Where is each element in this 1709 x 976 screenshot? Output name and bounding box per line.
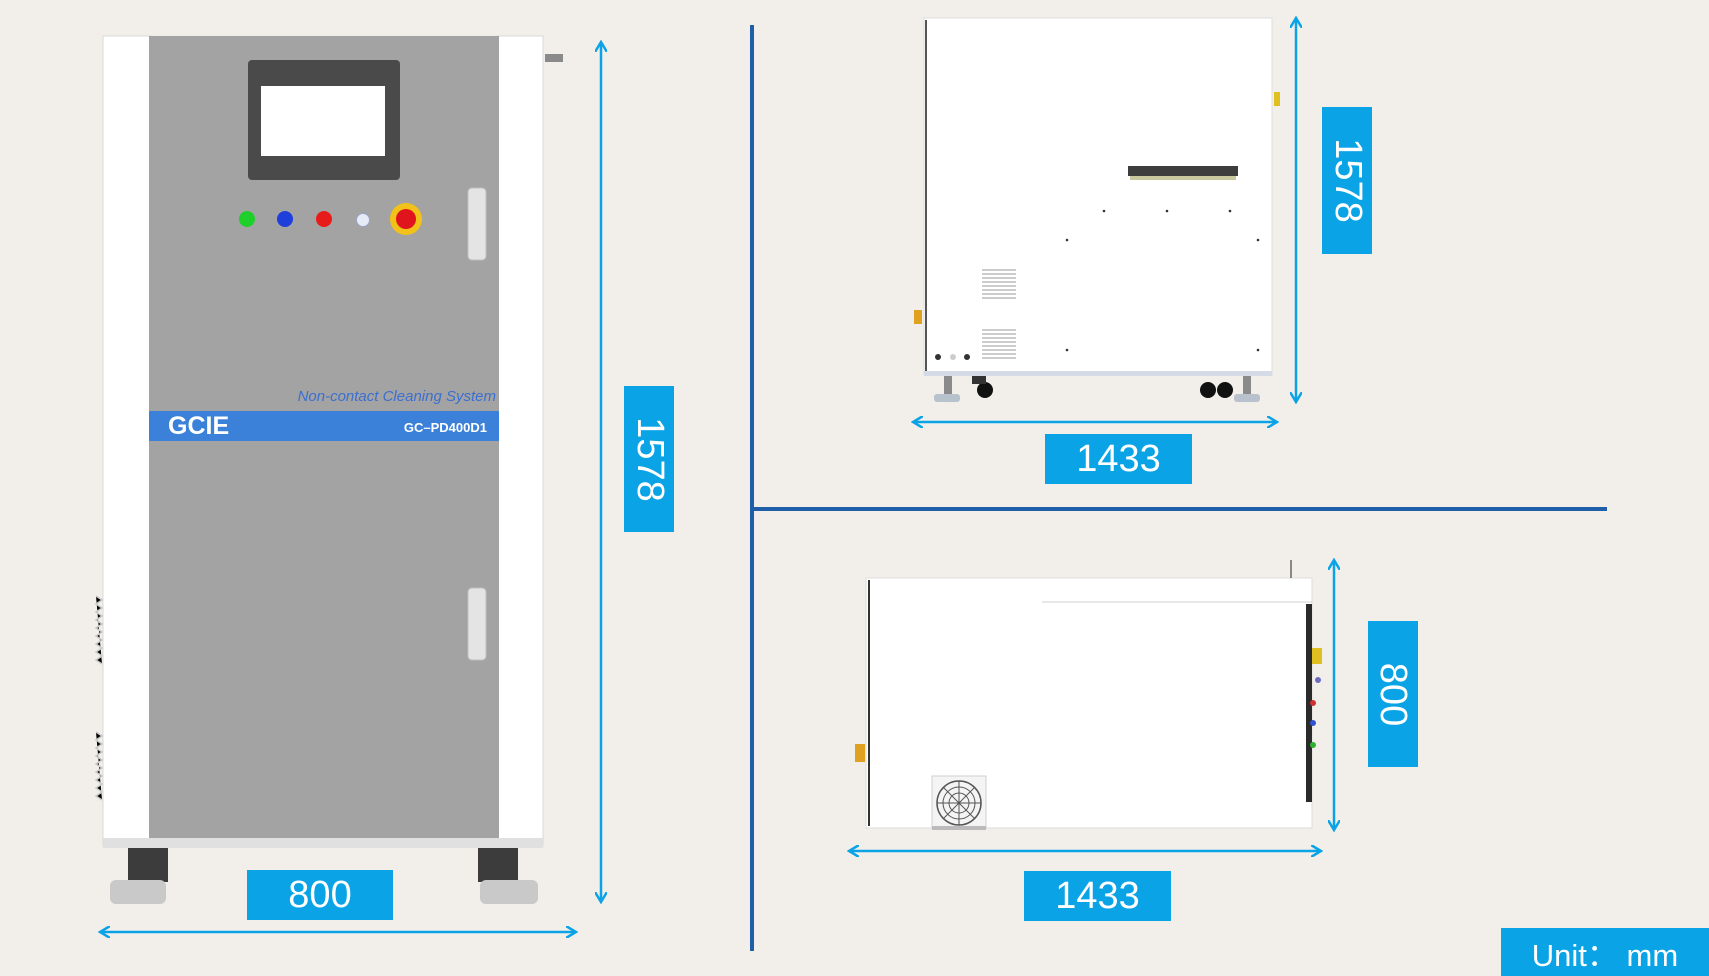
emergency-stop-button[interactable] bbox=[390, 203, 422, 235]
brand-logo: GCIE bbox=[168, 412, 230, 440]
side-length-value: 1433 bbox=[1076, 437, 1161, 480]
side-height-label: 1578 bbox=[1322, 107, 1372, 254]
red-button[interactable] bbox=[316, 211, 332, 227]
front-width-label: 800 bbox=[247, 870, 393, 920]
brand-bar: GCIE GC–PD400D1 bbox=[149, 411, 499, 441]
hmi-touch-screen[interactable] bbox=[248, 60, 400, 180]
top-length-value: 1433 bbox=[1055, 874, 1140, 917]
top-depth-value: 800 bbox=[1372, 662, 1415, 726]
green-button[interactable] bbox=[239, 211, 255, 227]
top-depth-label: 800 bbox=[1368, 621, 1418, 767]
front-height-value: 1578 bbox=[628, 416, 671, 502]
front-height-label: 1578 bbox=[624, 386, 674, 532]
side-length-label: 1433 bbox=[1045, 434, 1192, 484]
unit-label-text: Unit： mm bbox=[1531, 937, 1679, 973]
top-length-label: 1433 bbox=[1024, 871, 1171, 921]
hmi-display bbox=[261, 86, 385, 156]
model-number: GC–PD400D1 bbox=[403, 420, 487, 435]
vertical-divider bbox=[750, 25, 754, 951]
key-switch[interactable] bbox=[356, 213, 370, 227]
side-height-value: 1578 bbox=[1326, 138, 1369, 223]
blue-button[interactable] bbox=[277, 211, 293, 227]
horizontal-divider bbox=[750, 507, 1607, 511]
front-width-value: 800 bbox=[288, 873, 352, 916]
unit-label: Unit： mm bbox=[1501, 928, 1709, 976]
emergency-stop-cap bbox=[396, 209, 416, 229]
product-subtitle: Non-contact Cleaning System bbox=[297, 388, 496, 405]
